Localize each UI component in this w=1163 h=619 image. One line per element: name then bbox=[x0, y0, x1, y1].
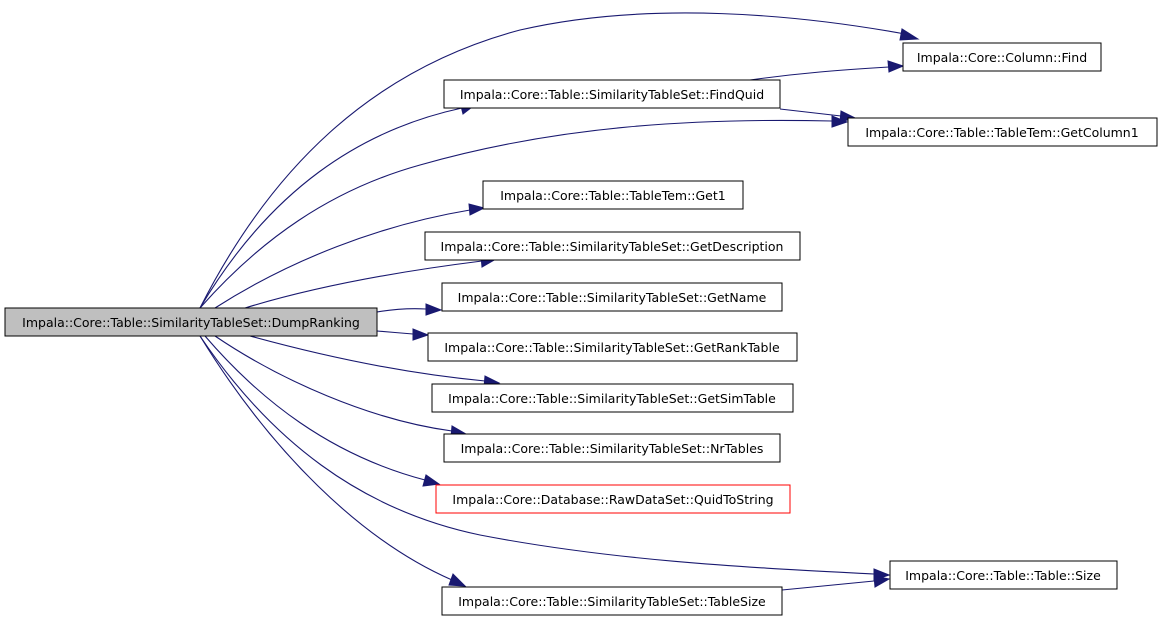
edge-arrowhead bbox=[873, 575, 891, 588]
node-getname[interactable]: Impala::Core::Table::SimilarityTableSet:… bbox=[441, 282, 783, 312]
edge-arrowhead bbox=[468, 203, 486, 216]
node-label: Impala::Core::Table::SimilarityTableSet:… bbox=[448, 391, 776, 406]
node-label: Impala::Core::Table::TableTem::Get1 bbox=[500, 188, 725, 203]
edge-arrowhead bbox=[887, 60, 905, 73]
edge-dumpranking-table-size bbox=[199, 335, 875, 575]
node-label: Impala::Core::Database::RawDataSet::Quid… bbox=[452, 492, 773, 507]
node-label: Impala::Core::Table::TableTem::GetColumn… bbox=[865, 125, 1138, 140]
edge-arrowhead bbox=[412, 328, 430, 341]
edge-arrowhead bbox=[422, 474, 441, 487]
edge-arrowhead bbox=[831, 115, 849, 128]
node-nrtables[interactable]: Impala::Core::Table::SimilarityTableSet:… bbox=[443, 433, 781, 463]
node-label: Impala::Core::Table::SimilarityTableSet:… bbox=[458, 290, 767, 305]
node-label: Impala::Core::Table::SimilarityTableSet:… bbox=[441, 239, 784, 254]
edge-dumpranking-column-find bbox=[199, 12, 906, 309]
node-getdescription[interactable]: Impala::Core::Table::SimilarityTableSet:… bbox=[424, 231, 801, 261]
edge-dumpranking-getsimtable bbox=[249, 335, 486, 382]
edge-dumpranking-get1 bbox=[214, 209, 471, 309]
node-get1[interactable]: Impala::Core::Table::TableTem::Get1 bbox=[482, 180, 744, 210]
edge-dumpranking-getcolumn1 bbox=[199, 119, 833, 309]
edge-arrowhead bbox=[425, 303, 443, 316]
node-getsimtable[interactable]: Impala::Core::Table::SimilarityTableSet:… bbox=[431, 383, 794, 413]
node-label: Impala::Core::Table::Table::Size bbox=[905, 568, 1101, 583]
edge-dumpranking-tablesize bbox=[199, 335, 453, 581]
edge-dumpranking-findquid bbox=[199, 107, 463, 309]
edge-findquid-column-find bbox=[749, 66, 890, 81]
node-label: Impala::Core::Column::Find bbox=[917, 50, 1087, 65]
edge-dumpranking-getranktable bbox=[376, 330, 414, 335]
node-getcolumn1[interactable]: Impala::Core::Table::TableTem::GetColumn… bbox=[847, 117, 1158, 147]
node-label: Impala::Core::Table::SimilarityTableSet:… bbox=[458, 594, 766, 609]
edge-arrowhead bbox=[448, 573, 467, 587]
node-dumpranking[interactable]: Impala::Core::Table::SimilarityTableSet:… bbox=[4, 307, 378, 337]
edge-dumpranking-quidtostring bbox=[204, 335, 426, 481]
edge-dumpranking-getname bbox=[376, 308, 427, 313]
edge-dumpranking-nrtables bbox=[214, 335, 453, 432]
edge-findquid-getcolumn1 bbox=[779, 108, 842, 117]
node-column-find[interactable]: Impala::Core::Column::Find bbox=[902, 42, 1102, 72]
edge-arrowhead bbox=[899, 28, 920, 41]
edge-dumpranking-getdescription bbox=[244, 260, 483, 309]
edge-tablesize-table-size bbox=[781, 580, 875, 591]
node-label: Impala::Core::Table::SimilarityTableSet:… bbox=[461, 441, 764, 456]
node-getranktable[interactable]: Impala::Core::Table::SimilarityTableSet:… bbox=[427, 332, 798, 362]
node-tablesize[interactable]: Impala::Core::Table::SimilarityTableSet:… bbox=[441, 586, 783, 616]
node-label: Impala::Core::Table::SimilarityTableSet:… bbox=[22, 315, 360, 330]
node-label: Impala::Core::Table::SimilarityTableSet:… bbox=[444, 340, 780, 355]
node-findquid[interactable]: Impala::Core::Table::SimilarityTableSet:… bbox=[443, 79, 781, 109]
node-table-size[interactable]: Impala::Core::Table::Table::Size bbox=[889, 560, 1118, 590]
node-label: Impala::Core::Table::SimilarityTableSet:… bbox=[460, 87, 764, 102]
node-quidtostring[interactable]: Impala::Core::Database::RawDataSet::Quid… bbox=[435, 484, 791, 514]
